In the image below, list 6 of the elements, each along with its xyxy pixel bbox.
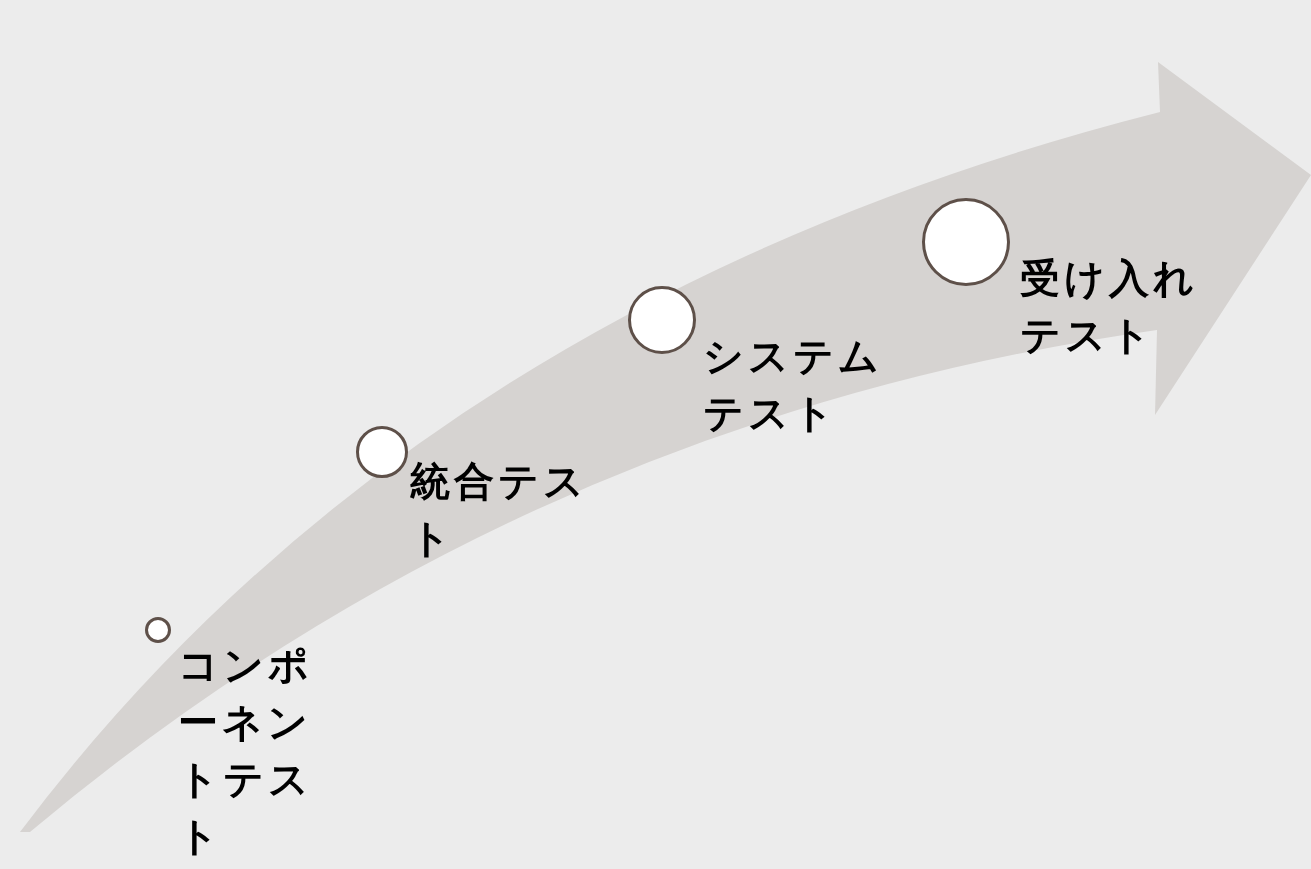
step-label: 受け入れテスト (1020, 254, 1199, 360)
step-circle (356, 426, 408, 478)
step-label: 統合テスト (410, 457, 589, 563)
step-label: システムテスト (703, 332, 884, 438)
step-label: コンポーネントテスト (178, 641, 314, 861)
step-circle (145, 617, 171, 643)
